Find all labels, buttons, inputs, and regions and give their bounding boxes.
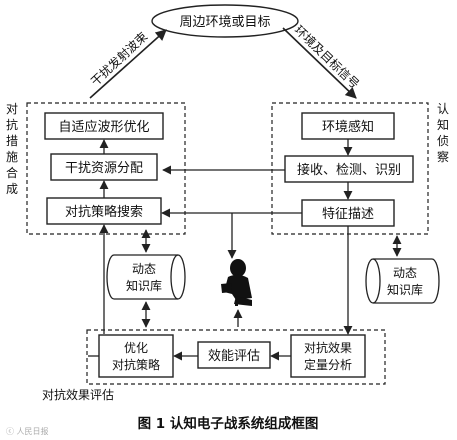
svg-text:对抗策略: 对抗策略	[112, 357, 160, 372]
svg-text:优化: 优化	[124, 341, 148, 355]
svg-text:动态: 动态	[393, 266, 417, 280]
countermeasure-group-frame	[26, 102, 186, 235]
reconnaissance-group-frame	[271, 102, 429, 235]
svg-text:效能评估: 效能评估	[208, 349, 260, 364]
svg-text:对抗效果: 对抗效果	[304, 340, 352, 355]
svg-text:知: 知	[437, 118, 449, 132]
svg-text:成: 成	[6, 182, 18, 196]
resource-allocation-box: 干扰资源分配	[50, 153, 158, 181]
svg-text:施: 施	[6, 150, 18, 164]
effectiveness-evaluation-box: 效能评估	[197, 341, 271, 369]
svg-text:动态: 动态	[132, 262, 156, 276]
figure-caption: 图 1 认知电子战系统组成框图	[138, 415, 319, 432]
svg-text:干扰资源分配: 干扰资源分配	[65, 161, 143, 176]
feature-description-box: 特征描述	[301, 199, 395, 227]
environment-sensing-box: 环境感知	[301, 112, 395, 140]
dynamic-knowledge-base-left: 动态 知识库	[106, 254, 186, 300]
operator-icon	[221, 259, 252, 306]
evaluation-group-frame	[86, 329, 386, 385]
reconnaissance-group-label: 认 知 侦 察	[437, 102, 449, 164]
svg-text:知识库: 知识库	[126, 278, 162, 293]
svg-text:对抗策略搜索: 对抗策略搜索	[65, 204, 143, 220]
jamming-beam-arrow: 干扰发射波束	[87, 29, 167, 99]
svg-text:认: 认	[437, 102, 449, 116]
strategy-search-box: 对抗策略搜索	[46, 197, 162, 225]
svg-text:定量分析: 定量分析	[304, 357, 352, 372]
svg-text:环境感知: 环境感知	[322, 119, 374, 135]
evaluation-group-label: 对抗效果评估	[42, 387, 114, 402]
svg-text:对: 对	[6, 102, 18, 116]
svg-text:抗: 抗	[6, 117, 18, 132]
countermeasure-group-label: 对 抗 措 施 合 成	[6, 102, 18, 196]
receive-detect-identify-box: 接收、检测、识别	[284, 155, 414, 183]
svg-text:合: 合	[6, 165, 18, 180]
target-environment-label: 周边环境或目标	[179, 15, 270, 30]
svg-text:特征描述: 特征描述	[322, 207, 374, 222]
signal-label: 环境及目标信号	[292, 22, 363, 91]
svg-text:接收、检测、识别: 接收、检测、识别	[297, 162, 401, 178]
svg-text:自适应波形优化: 自适应波形优化	[58, 119, 149, 135]
waveform-optimization-box: 自适应波形优化	[44, 112, 164, 140]
signal-arrow: 环境及目标信号	[282, 22, 363, 99]
target-environment-node: 周边环境或目标	[151, 4, 299, 38]
svg-text:侦: 侦	[437, 134, 449, 148]
jamming-beam-label: 干扰发射波束	[87, 29, 150, 89]
quantitative-analysis-box: 对抗效果 定量分析	[290, 334, 366, 378]
svg-text:知识库: 知识库	[387, 282, 423, 297]
dynamic-knowledge-base-right: 动态 知识库	[365, 258, 440, 304]
svg-text:措: 措	[6, 134, 18, 148]
optimize-strategy-box: 优化 对抗策略	[98, 334, 174, 378]
svg-text:察: 察	[437, 150, 449, 164]
watermark: ⓒ 人民日报	[6, 426, 49, 436]
